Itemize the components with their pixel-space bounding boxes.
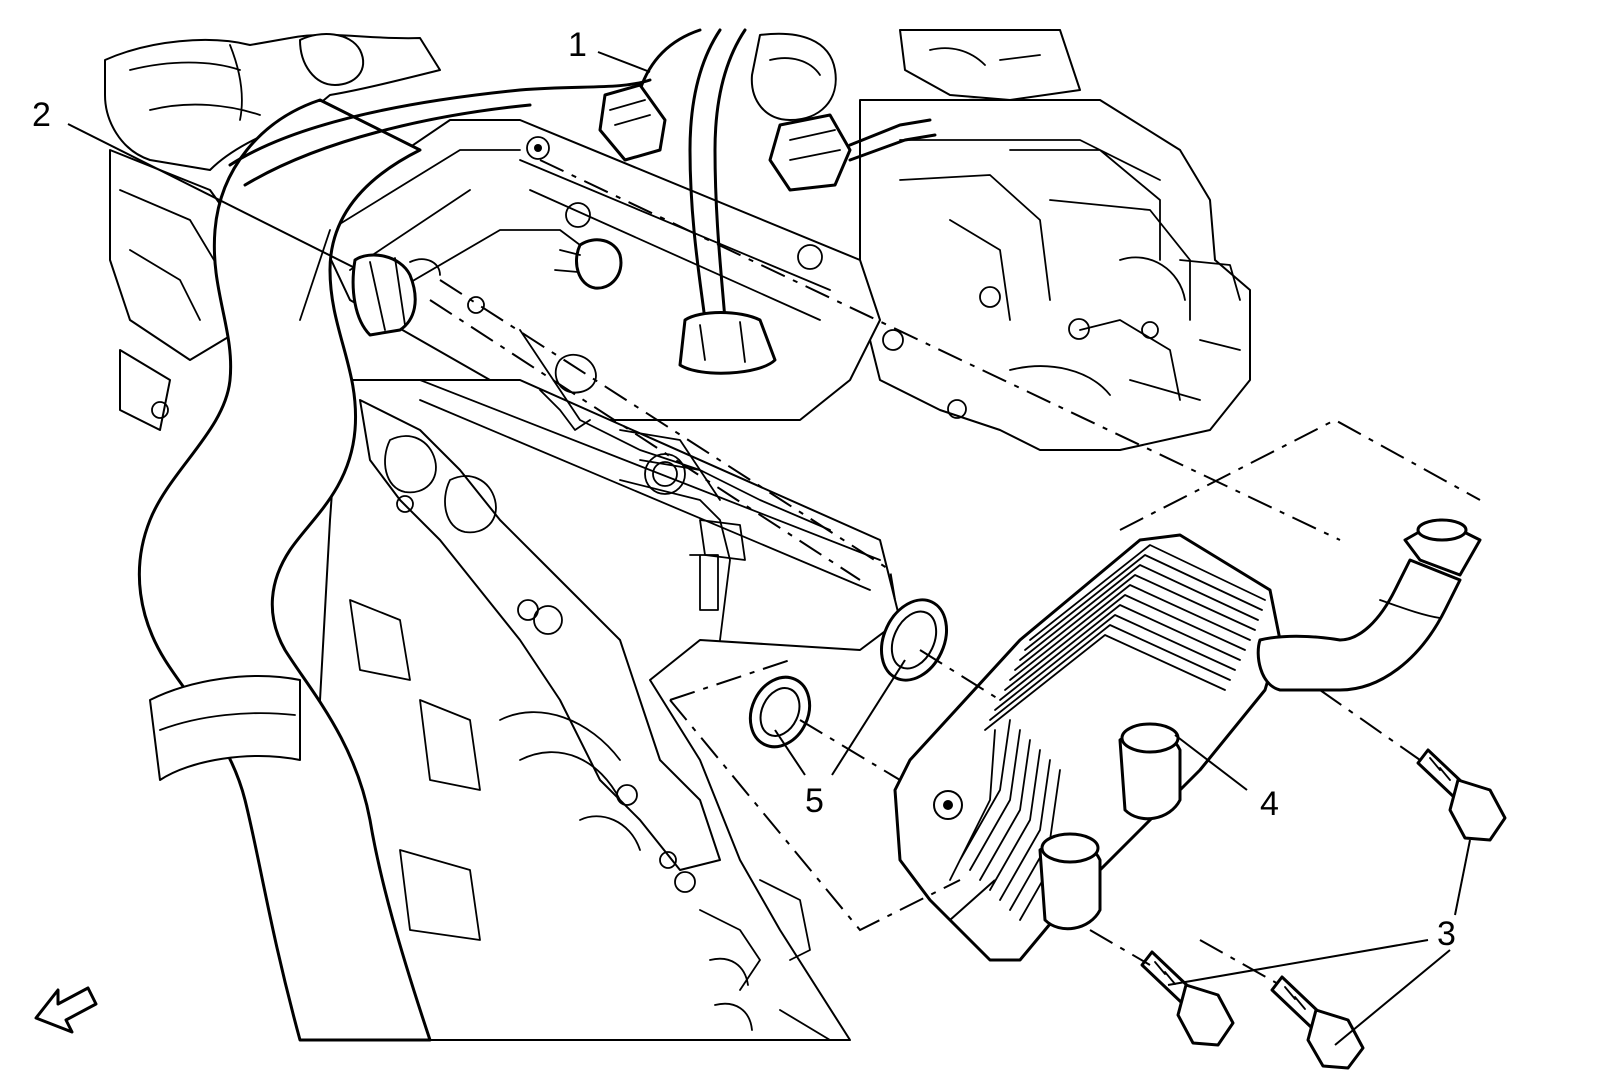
callout-5: 5 (805, 782, 824, 820)
wiring-harness (228, 28, 937, 375)
callout-3: 3 (1437, 915, 1456, 953)
bolt-lower-left (1140, 950, 1235, 1047)
callout-2: 2 (32, 96, 51, 134)
callout-4: 4 (1260, 785, 1279, 823)
bolt-upper-right (1416, 748, 1507, 842)
view-direction-arrow-icon (34, 986, 98, 1034)
leader-lines (67, 51, 1471, 1046)
callout-1: 1 (568, 26, 587, 64)
assembly-dashed-lines (429, 159, 1481, 986)
coolant-hose (137, 98, 441, 1042)
bolts (1140, 748, 1507, 1070)
oil-cooler (893, 518, 1482, 962)
bolt-lower-right (1270, 975, 1365, 1070)
